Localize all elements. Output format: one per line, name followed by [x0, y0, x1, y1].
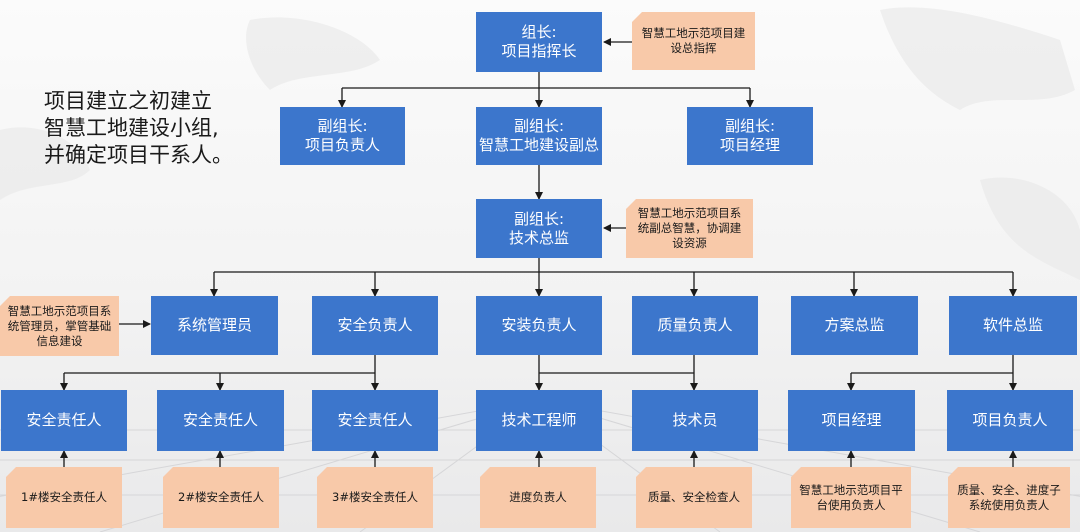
staff-note-2: 2#楼安全责任人 — [163, 467, 279, 528]
staff-box-safety-3: 安全责任人 — [312, 390, 438, 451]
staff-note-7: 质量、安全、进度子 系统使用负责人 — [948, 467, 1070, 528]
vice-leader-box-project-manager: 副组长: 项目经理 — [687, 107, 813, 165]
staff-note-3: 3#楼安全责任人 — [317, 467, 433, 528]
leader-note: 智慧工地示范项目建 设总指挥 — [632, 12, 755, 70]
tech-director-box: 副组长: 技术总监 — [476, 199, 602, 258]
staff-box-technician: 技术员 — [632, 390, 758, 451]
staff-box-project-manager: 项目经理 — [788, 390, 915, 451]
dept-box-software: 软件总监 — [949, 296, 1077, 355]
intro-text: 项目建立之初建立 智慧工地建设小组, 并确定项目干系人。 — [44, 89, 233, 167]
dept-box-sysadmin: 系统管理员 — [151, 296, 278, 355]
staff-note-5: 质量、安全检查人 — [636, 467, 752, 528]
staff-box-safety-2: 安全责任人 — [157, 390, 284, 451]
staff-box-project-lead: 项目负责人 — [947, 390, 1073, 451]
vice-leader-box-project-lead: 副组长: 项目负责人 — [280, 107, 405, 165]
dept-box-safety: 安全负责人 — [312, 296, 438, 355]
tech-director-note: 智慧工地示范项目系 统副总智慧，协调建 设资源 — [626, 199, 753, 258]
staff-box-tech-engineer: 技术工程师 — [476, 390, 602, 451]
world-map-decoration — [0, 7, 1080, 280]
dept-box-quality: 质量负责人 — [632, 296, 758, 355]
staff-box-safety-1: 安全责任人 — [1, 390, 127, 451]
dept-box-installation: 安装负责人 — [476, 296, 602, 355]
leader-box: 组长: 项目指挥长 — [476, 12, 602, 72]
staff-note-1: 1#楼安全责任人 — [6, 467, 122, 528]
staff-note-4: 进度负责人 — [480, 467, 596, 528]
sysadmin-note: 智慧工地示范项目系 统管理员，掌管基础 信息建设 — [0, 296, 119, 356]
vice-leader-box-smart-site: 副组长: 智慧工地建设副总 — [476, 107, 602, 165]
staff-note-6: 智慧工地示范项目平 台使用负责人 — [791, 467, 911, 528]
dept-box-scheme: 方案总监 — [791, 296, 918, 355]
